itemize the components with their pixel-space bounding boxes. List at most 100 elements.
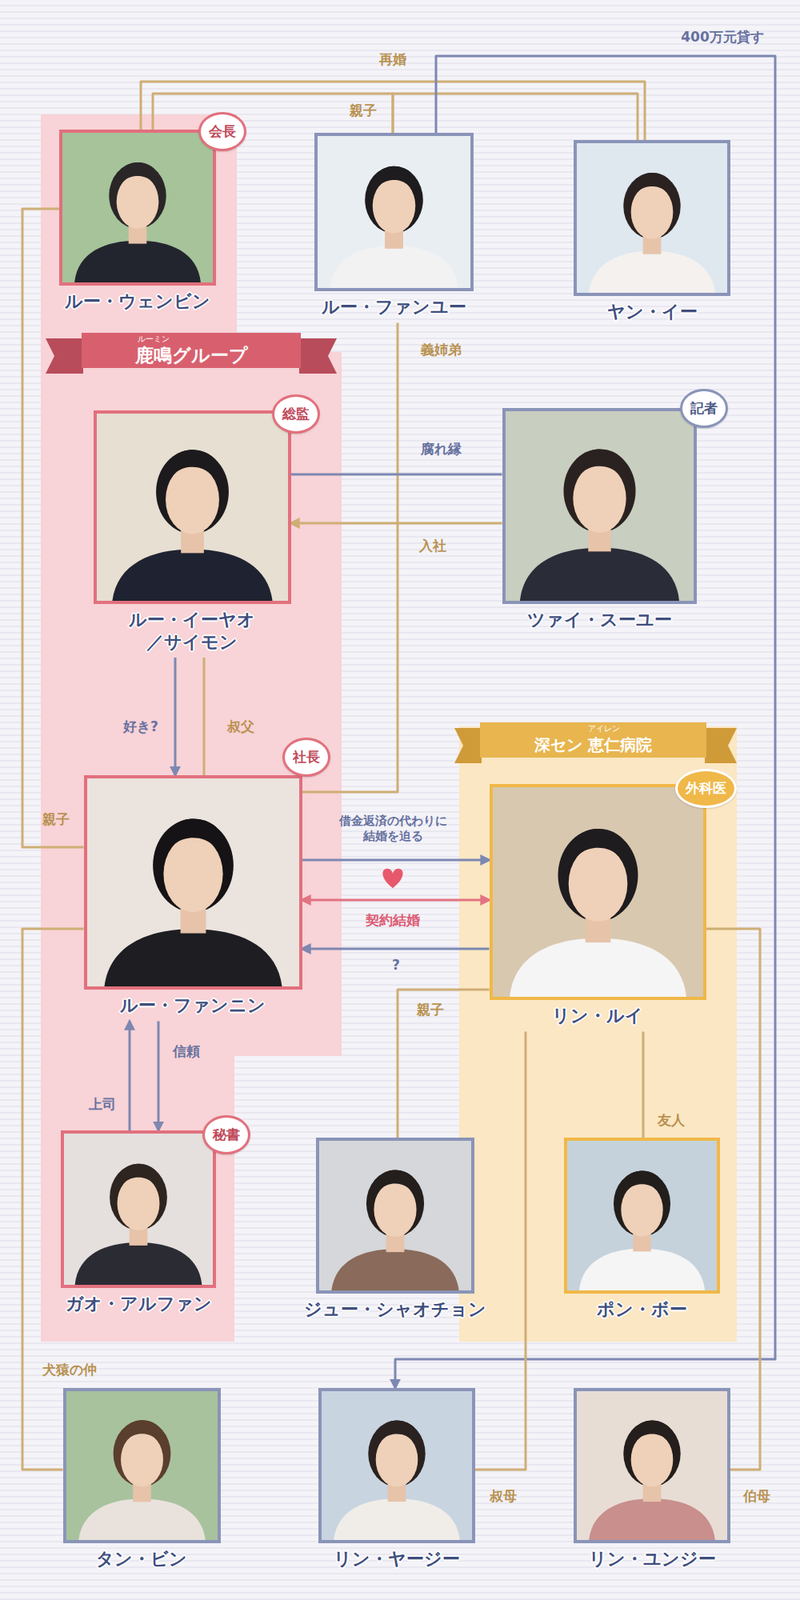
portrait-face	[117, 1176, 160, 1231]
person-name: リン・ユンジー	[573, 1548, 731, 1571]
relation-line	[397, 989, 490, 1138]
edge-label: 伯母	[743, 1488, 771, 1504]
relation-line	[203, 657, 206, 776]
person-name: ツァイ・スーユー	[502, 608, 697, 632]
portrait-body	[519, 548, 679, 601]
person-node: ルー・ファンニン社長	[84, 775, 303, 1022]
portrait-hair-back	[156, 449, 229, 534]
portrait-hair-back	[623, 1420, 680, 1488]
person-node: リン・ヤージー	[318, 1388, 476, 1576]
edge-label: 400万元貸す	[680, 28, 764, 45]
edge-label: 上司	[88, 1096, 116, 1112]
person-name: タン・ビン	[63, 1548, 221, 1571]
portrait-placeholder	[96, 413, 288, 601]
portrait-ground	[96, 413, 288, 601]
portrait-ground	[62, 132, 213, 283]
portrait-face	[572, 464, 626, 532]
portrait-hair	[373, 1420, 420, 1456]
portrait-hair-back	[557, 828, 638, 922]
edge-label: 叔父	[227, 718, 255, 735]
portrait-ground	[505, 411, 694, 601]
person-name: ジュー・シャオチョン	[302, 1298, 488, 1321]
portrait-body	[331, 1248, 460, 1291]
portrait-body	[509, 938, 687, 997]
portrait-hair-back	[112, 1420, 171, 1487]
portrait-face	[631, 1432, 674, 1488]
edge-label: 友人	[657, 1112, 685, 1128]
portrait-hair	[570, 448, 629, 493]
portrait-body	[578, 1248, 704, 1291]
edge-label: 契約結婚	[365, 912, 420, 928]
ruby-text: ルーミン	[137, 334, 170, 344]
person-name: リン・ヤージー	[318, 1548, 476, 1571]
photo-frame	[489, 784, 707, 1000]
banner-tail	[299, 338, 337, 374]
photo-frame	[314, 132, 474, 292]
edge-label: 親子	[416, 1001, 444, 1018]
ruby-text: アイレン	[588, 724, 620, 734]
person-name: ルー・イーヤオ ／サイモン	[124, 608, 260, 653]
portrait-placeholder	[576, 1391, 728, 1540]
portrait-placeholder	[567, 1140, 717, 1291]
relation-line	[302, 859, 490, 862]
portrait-hair	[114, 162, 161, 197]
banner-tail	[704, 728, 737, 764]
photo-frame	[63, 1388, 221, 1544]
person-name: ヤン・イー	[573, 300, 731, 324]
portrait-hair-back	[563, 448, 636, 532]
person-node: ポン・ボー	[564, 1137, 720, 1326]
portrait-body	[329, 245, 458, 288]
edge-label: 好き?	[123, 718, 159, 735]
banner-body	[480, 722, 707, 758]
banner-tail	[45, 338, 84, 374]
person-node: ガオ・アルファン秘書	[60, 1130, 216, 1320]
edge-label: 腐れ縁	[420, 440, 462, 457]
photo-frame	[573, 1388, 731, 1544]
photo-frame	[318, 1388, 476, 1544]
relation-line	[140, 81, 645, 140]
relation-line	[22, 208, 84, 848]
group-region: 鹿鳴グループルーミンルー・ウェンビン会長ルー・イーヤオ ／サイモン総監ルー・ファ…	[40, 114, 342, 1342]
person-node: ジュー・シャオチョン	[302, 1137, 488, 1326]
portrait-face	[568, 845, 628, 922]
portrait-hair-back	[368, 1420, 425, 1488]
person-name: ポン・ボー	[564, 1298, 720, 1321]
portrait-hair-back	[623, 172, 680, 240]
portrait-face	[120, 1432, 164, 1487]
person-name: リン・ルイ	[489, 1004, 707, 1028]
relation-line	[395, 56, 776, 1388]
portrait-face	[620, 1182, 663, 1236]
person-node: ルー・イーヤオ ／サイモン総監	[93, 410, 292, 658]
relation-line	[128, 1021, 132, 1132]
person-node: ルー・ファンユー	[314, 132, 474, 324]
portrait-body	[104, 928, 283, 987]
portrait-hair	[619, 1170, 666, 1205]
portrait-placeholder	[87, 778, 300, 987]
portrait-ground	[319, 1140, 472, 1291]
region-fill	[459, 726, 737, 1342]
relation-line	[302, 899, 490, 902]
portrait-hair-back	[612, 1170, 670, 1236]
portrait-body	[112, 549, 273, 601]
photo-frame	[502, 408, 697, 604]
portrait-ground	[66, 1391, 218, 1540]
photo-frame	[564, 1137, 720, 1294]
portrait-placeholder	[317, 136, 471, 288]
portrait-face	[163, 836, 223, 912]
relation-line	[174, 657, 177, 776]
portrait-face	[165, 464, 220, 534]
photo-frame	[316, 1137, 475, 1294]
portrait-placeholder	[66, 1391, 218, 1540]
edge-label: 借金返済の代わりに 結婚を迫る	[334, 813, 452, 845]
person-node: リン・ユンジー	[573, 1388, 731, 1576]
group-title: 深セン 恵仁病院	[534, 734, 652, 756]
banner-tail	[454, 728, 482, 764]
portrait-hair	[160, 819, 227, 868]
relation-line	[302, 948, 490, 951]
portrait-hair-back	[366, 1170, 424, 1238]
edge-label: 犬猿の仲	[42, 1361, 97, 1378]
portrait-face	[372, 178, 415, 234]
relation-line	[291, 473, 503, 476]
portrait-ground	[87, 778, 300, 987]
portrait-ground	[492, 787, 704, 997]
